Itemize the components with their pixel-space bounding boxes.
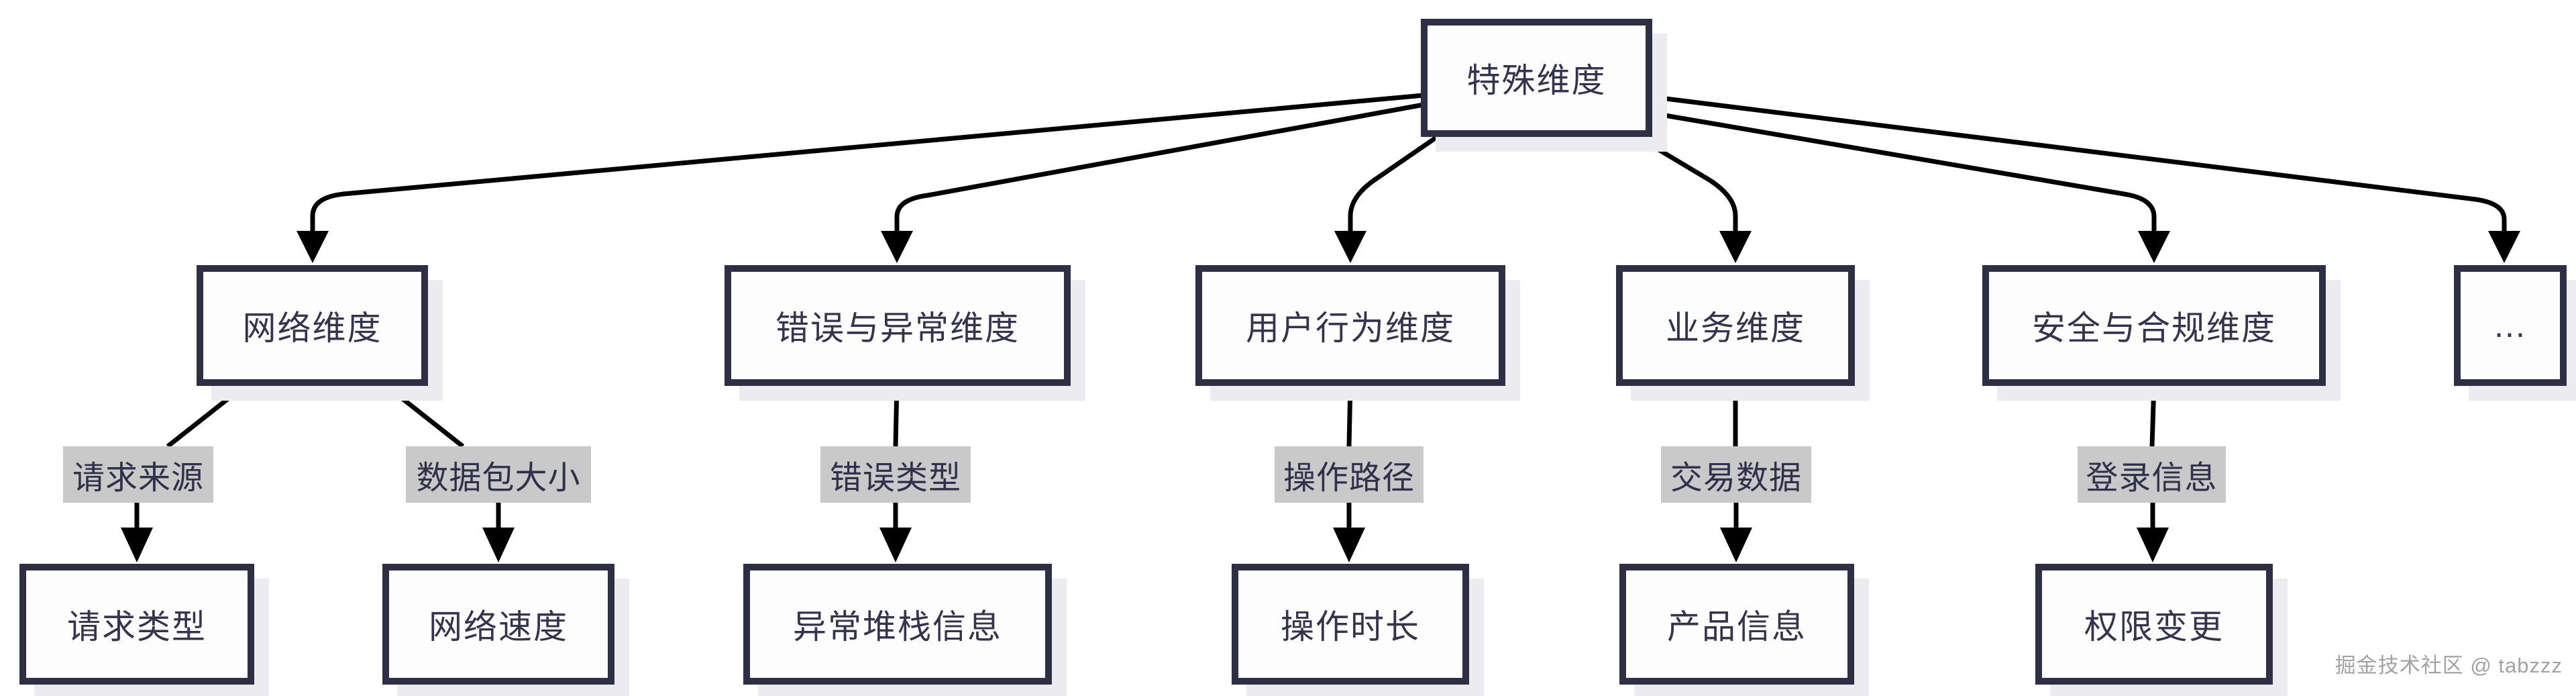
edge-network-request-source	[166, 382, 249, 448]
edge-error-error-type	[893, 383, 900, 447]
node-permission-change: 权限变更	[2035, 564, 2273, 685]
node-special-dimension: 特殊维度	[1421, 19, 1652, 137]
node-operation-duration: 操作时长	[1232, 564, 1469, 685]
watermark: 掘金技术社区 @ tabzzz	[2334, 654, 2563, 677]
edge-login-permission-change	[2137, 503, 2169, 562]
tag-request-source: 请求来源	[63, 446, 213, 503]
edge-root-more	[1649, 94, 2520, 263]
node-more-dimensions: ...	[2454, 265, 2567, 386]
node-security-compliance-dimension: 安全与合规维度	[1982, 265, 2326, 386]
edge-user-operation-path	[1346, 383, 1353, 447]
edge-root-user-behavior	[1334, 132, 1442, 263]
node-user-behavior-dimension: 用户行为维度	[1195, 265, 1505, 386]
node-product-info: 产品信息	[1619, 564, 1854, 685]
node-exception-stack-info: 异常堆栈信息	[743, 564, 1052, 685]
edge-root-network	[297, 93, 1424, 263]
tag-operation-path: 操作路径	[1275, 446, 1424, 503]
edge-root-error	[881, 102, 1424, 263]
edge-root-security	[1649, 110, 2170, 263]
edge-operation-path-duration	[1333, 503, 1365, 562]
node-business-dimension: 业务维度	[1616, 265, 1855, 386]
edge-error-type-stack-info	[879, 503, 912, 562]
edge-packet-size-network-speed	[482, 503, 515, 562]
node-error-exception-dimension: 错误与异常维度	[724, 265, 1071, 386]
node-request-type: 请求类型	[19, 564, 254, 685]
tag-transaction-data: 交易数据	[1661, 446, 1811, 503]
node-network-dimension: 网络维度	[197, 265, 428, 386]
tag-error-type: 错误类型	[820, 446, 971, 503]
tag-packet-size: 数据包大小	[406, 446, 591, 503]
edge-request-source-request-type	[121, 503, 153, 562]
tag-login-info: 登录信息	[2078, 446, 2226, 503]
node-network-speed: 网络速度	[382, 564, 614, 685]
edge-network-packet-size	[382, 382, 465, 448]
edge-security-login-info	[2149, 383, 2157, 447]
edge-transaction-product-info	[1720, 503, 1752, 562]
edge-root-business	[1631, 132, 1752, 263]
